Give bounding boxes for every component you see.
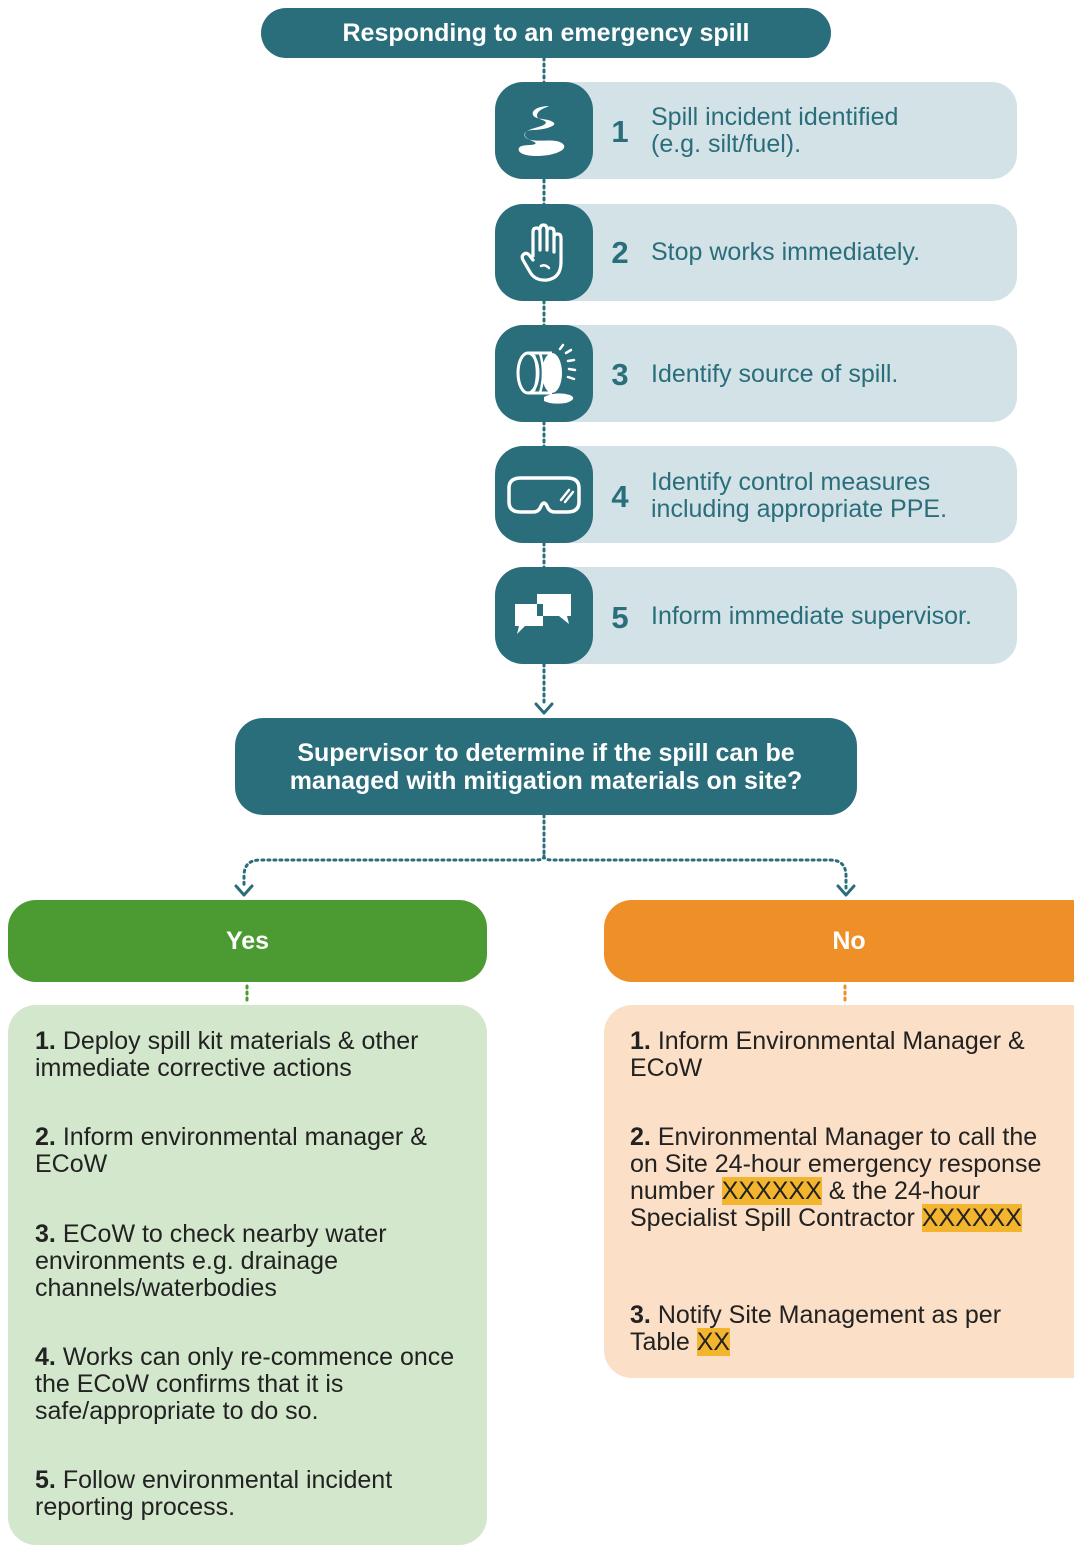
step-text-4-line1: Identify control measures [651,468,931,496]
step-number-4: 4 [611,479,629,514]
step-text-1-line1: Spill incident identified [651,103,899,131]
step-card-3 [545,325,1017,422]
yes-item-1-text: Deploy spill kit materials & other immed… [35,1027,419,1082]
yes-item-2-text: Inform environmental manager & ECoW [35,1123,427,1178]
yes-item-4-text: Works can only re-commence once the ECoW… [35,1343,455,1425]
step-card-1 [545,82,1017,179]
yes-item-1: 1. Deploy spill kit materials & other im… [35,1028,475,1082]
step-text-1-line2: (e.g. silt/fuel). [651,130,802,158]
step-text-2: Stop works immediately. [651,238,921,266]
step-card-5 [545,567,1017,664]
no-item-3-text: Notify Site Management as per Table [630,1301,1002,1356]
step-number-5: 5 [611,600,629,635]
no-item-3-num: 3. [630,1301,651,1329]
decision-box: Supervisor to determine if the spill can… [235,718,857,815]
yes-item-1-num: 1. [35,1027,56,1055]
no-item-2-text-b: & the 24-hour Specialist Spill Contracto… [630,1177,981,1232]
no-item-2-placeholder-a: XXXXXX [721,1177,822,1205]
no-item-3-placeholder: XX [696,1328,731,1356]
step-text-5: Inform immediate supervisor. [651,602,972,630]
no-item-2-num: 2. [630,1123,651,1151]
yes-item-3: 3. ECoW to check nearby water environmen… [35,1221,435,1302]
no-item-1-num: 1. [630,1027,651,1055]
no-item-2-placeholder-b: XXXXXX [921,1204,1022,1232]
stop-hand-icon [495,204,593,301]
no-header: No [604,900,1074,982]
yes-item-2-num: 2. [35,1123,56,1151]
no-item-2-text-a: Environmental Manager to call the on Sit… [630,1123,1042,1205]
no-item-1: 1. Inform Environmental Manager & ECoW [630,1028,1055,1082]
yes-item-5-num: 5. [35,1466,56,1494]
yes-item-2: 2. Inform environmental manager & ECoW [35,1124,455,1178]
step-card-4 [545,446,1017,543]
yes-item-3-num: 3. [35,1220,56,1248]
yes-item-4-num: 4. [35,1343,56,1371]
step-number-1: 1 [611,114,629,149]
safety-goggles-icon [495,446,593,543]
step-text-4: Identify control measures including appr… [651,469,1011,523]
decision-line1: Supervisor to determine if the spill can… [297,738,795,767]
flowchart-title: Responding to an emergency spill [261,8,831,58]
no-item-2: 2. Environmental Manager to call the on … [630,1124,1060,1232]
no-item-3: 3. Notify Site Management as per Table X… [630,1302,1055,1356]
step-number-2: 2 [611,235,629,270]
yes-header: Yes [8,900,487,982]
decision-line2: managed with mitigation materials on sit… [289,766,803,795]
spill-puddle-icon [495,82,593,179]
yes-item-5-text: Follow environmental incident reporting … [35,1466,393,1521]
step-number-3: 3 [611,357,629,392]
yes-actions-box: 1. Deploy spill kit materials & other im… [8,1005,487,1545]
step-text-4-line2: including appropriate PPE. [651,495,948,523]
step-text-1: Spill incident identified (e.g. silt/fue… [651,104,1011,158]
leaking-drum-icon [495,325,593,422]
no-item-1-text: Inform Environmental Manager & ECoW [630,1027,1025,1082]
yes-item-4: 4. Works can only re-commence once the E… [35,1344,455,1425]
step-card-2 [545,204,1017,301]
yes-item-3-text: ECoW to check nearby water environments … [35,1220,387,1302]
step-text-3: Identify source of spill. [651,360,899,388]
speech-bubbles-icon [495,567,593,664]
no-actions-box: 1. Inform Environmental Manager & ECoW 2… [604,1005,1074,1378]
yes-item-5: 5. Follow environmental incident reporti… [35,1467,455,1521]
